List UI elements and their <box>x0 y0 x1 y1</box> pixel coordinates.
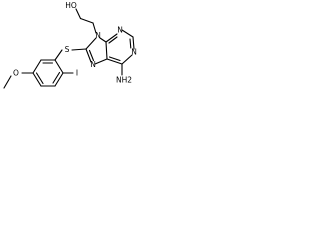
chemical-structure: HO N N N N NH2 S I O <box>3 1 137 89</box>
atom-label-iodine: I <box>76 69 78 78</box>
bond-chain-cc <box>79 17 94 24</box>
bond-c6-c5 <box>106 58 123 65</box>
bond-c3-c4 <box>32 72 42 87</box>
bond-c2-c3 <box>32 59 42 74</box>
atom-label-n3: N <box>117 26 123 35</box>
bond-c4-n3 <box>105 33 118 43</box>
bond-o-ch3 <box>3 75 12 89</box>
bond-c6-c1 <box>54 59 64 74</box>
bond-c4-n9 <box>99 37 107 43</box>
bond-chain-n9 <box>92 22 97 34</box>
bond-c5-c4 <box>105 41 108 60</box>
atom-label-hydroxyl: HO <box>65 1 77 10</box>
bond-c8-s <box>71 48 87 51</box>
bond-n9-c8 <box>85 37 97 50</box>
bond-n7-c5 <box>94 58 108 65</box>
bond-c6-c5-inner <box>108 56 121 62</box>
bond-c3-c4-inner <box>35 72 44 85</box>
bond-c4-n3-inner <box>108 36 118 44</box>
bond-s-c1 <box>54 49 63 61</box>
bonds <box>3 8 135 89</box>
atom-label-n7: N <box>90 60 96 69</box>
bond-c5-c6-inner <box>52 71 61 84</box>
atom-labels: HO N N N N NH2 S I O <box>13 1 137 85</box>
bond-c8-n7 <box>85 48 92 63</box>
bond-c2-n1-inner <box>129 38 132 49</box>
atom-label-ether-oxygen: O <box>13 69 19 78</box>
bond-c2-n1 <box>132 36 135 50</box>
bond-n1-c6 <box>121 54 133 65</box>
bond-c5-c6 <box>54 72 64 87</box>
bond-c8-n7-inner <box>88 49 95 62</box>
atom-label-n1: N <box>131 48 137 57</box>
bond-n3-c2 <box>121 29 134 38</box>
atom-label-sulfur: S <box>65 45 70 54</box>
atom-label-amine: NH2 <box>116 76 132 85</box>
bond-ho-c <box>75 8 82 20</box>
atom-label-n9: N <box>95 31 101 40</box>
